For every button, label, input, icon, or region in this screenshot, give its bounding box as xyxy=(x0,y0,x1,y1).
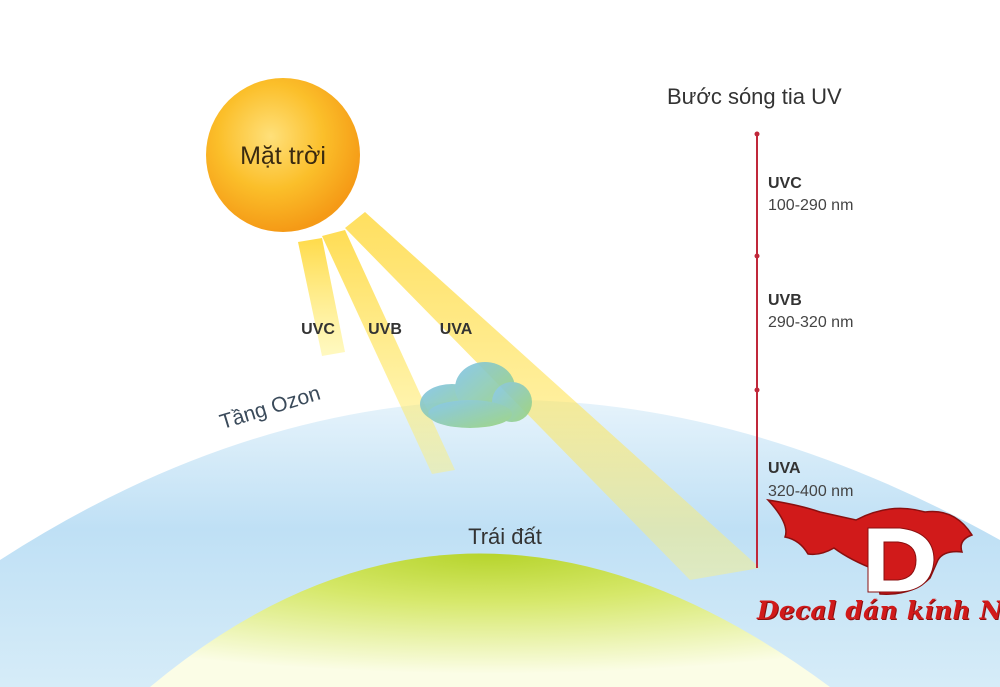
band-uva-range: 320-400 nm xyxy=(768,483,853,500)
earth-label: Trái đất xyxy=(468,524,542,549)
uvb-ray xyxy=(322,230,455,474)
logo-emblem: D xyxy=(0,0,974,595)
uva-ray xyxy=(345,212,760,580)
logo-text: Decal dán kính NND xyxy=(757,596,1000,625)
ozone-layer xyxy=(0,399,1000,687)
cloud-icon xyxy=(420,362,532,428)
band-uvb-range: 290-320 nm xyxy=(768,314,853,331)
dragon-d-letter xyxy=(867,527,935,593)
band-uvc-range: 100-290 nm xyxy=(768,197,853,214)
earth-surface xyxy=(150,553,830,687)
scale-title: Bước sóng tia UV xyxy=(667,84,842,109)
sun xyxy=(206,78,360,232)
band-uva-name: UVA xyxy=(768,460,801,477)
scale-tick-top xyxy=(754,131,760,137)
scale-tick-uvb-uva xyxy=(754,387,760,393)
band-uvc-name: UVC xyxy=(768,175,802,192)
sun-label: Mặt trời xyxy=(240,142,326,170)
uva-ray-label: UVA xyxy=(440,321,473,338)
logo-letter: D xyxy=(0,0,1,1)
uvc-ray-label: UVC xyxy=(301,321,335,338)
uvc-ray xyxy=(298,238,345,356)
band-uvb-name: UVB xyxy=(768,292,802,309)
scale-tick-uvc-uvb xyxy=(754,253,760,259)
uvb-ray-label: UVB xyxy=(368,321,402,338)
